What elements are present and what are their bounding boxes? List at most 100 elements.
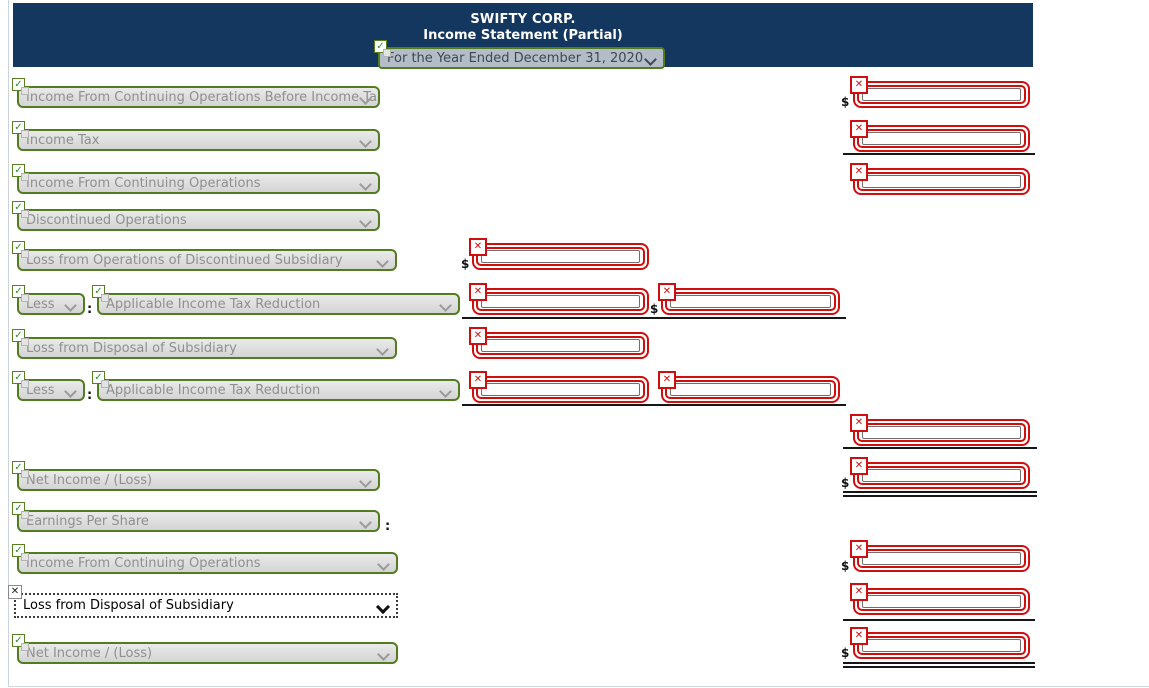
chevron-down-icon	[64, 385, 77, 398]
input-loss-operations[interactable]	[481, 250, 640, 263]
dropdown-income-tax[interactable]: Income Tax	[17, 129, 380, 151]
dollar-sign: $	[650, 302, 659, 316]
colon-separator: :	[385, 519, 391, 534]
total-rule	[843, 491, 1037, 493]
incorrect-x-icon: ✕	[469, 238, 487, 256]
dropdown-less-1[interactable]: Less	[17, 293, 85, 315]
input-net-income[interactable]	[862, 469, 1021, 482]
dropdown-loss-operations-subsidiary[interactable]: Loss from Operations of Discontinued Sub…	[17, 249, 397, 271]
dropdown-income-continuing[interactable]: Income From Continuing Operations	[17, 172, 380, 194]
total-rule	[843, 666, 1035, 668]
dropdown-income-before-tax[interactable]: Income From Continuing Operations Before…	[17, 86, 380, 108]
dropdown-label: Earnings Per Share	[26, 513, 149, 529]
input-eps-loss-disposal[interactable]	[862, 595, 1021, 608]
input-wrap	[661, 376, 840, 403]
incorrect-x-icon: ✕	[469, 327, 487, 345]
correct-check-icon: ✓	[12, 502, 29, 519]
incorrect-x-icon: ✕	[850, 457, 868, 475]
input-wrap	[472, 288, 649, 315]
dropdown-discontinued-operations[interactable]: Discontinued Operations	[17, 209, 380, 231]
input-eps-net-income[interactable]	[862, 639, 1021, 652]
input-loss-operations-net[interactable]	[670, 295, 831, 308]
correct-check-icon: ✓	[12, 329, 29, 346]
dropdown-eps-income-continuing[interactable]: Income From Continuing Operations	[17, 552, 398, 574]
dropdown-label: Income From Continuing Operations	[26, 175, 261, 191]
dropdown-period[interactable]: For the Year Ended December 31, 2020	[378, 47, 665, 69]
dropdown-label: Applicable Income Tax Reduction	[106, 382, 321, 398]
dropdown-label: Net Income / (Loss)	[26, 645, 153, 661]
input-wrap	[853, 632, 1030, 659]
incorrect-x-icon: ✕	[469, 371, 487, 389]
input-wrap	[853, 588, 1030, 615]
correct-check-icon: ✓	[12, 371, 29, 388]
dropdown-eps-loss-disposal[interactable]: Loss from Disposal of Subsidiary	[14, 593, 398, 618]
chevron-down-icon	[375, 599, 391, 615]
input-wrap	[853, 168, 1030, 195]
dropdown-tax-reduction-2[interactable]: Applicable Income Tax Reduction	[97, 379, 460, 401]
input-income-continuing[interactable]	[862, 175, 1021, 188]
chevron-down-icon	[376, 343, 389, 356]
input-wrap	[853, 462, 1030, 489]
subtotal-rule	[843, 153, 1035, 155]
company-name: SWIFTY CORP.	[470, 12, 576, 27]
input-wrap	[472, 332, 649, 359]
chevron-down-icon	[64, 299, 77, 312]
input-tax-reduction-2[interactable]	[481, 383, 640, 396]
incorrect-x-icon: ✕	[850, 627, 868, 645]
correct-check-icon: ✓	[12, 461, 29, 478]
subtotal-rule	[462, 404, 654, 406]
correct-check-icon: ✓	[374, 40, 391, 57]
input-loss-disposal[interactable]	[481, 339, 640, 352]
bottom-frame-line	[8, 686, 1149, 687]
correct-check-icon: ✓	[92, 371, 109, 388]
input-income-tax[interactable]	[862, 132, 1021, 145]
incorrect-x-icon: ✕	[658, 283, 676, 301]
report-title: Income Statement (Partial)	[423, 28, 623, 43]
correct-check-icon: ✓	[12, 285, 29, 302]
incorrect-x-icon: ✕	[658, 371, 676, 389]
incorrect-x-icon: ✕	[850, 583, 868, 601]
input-income-before-tax[interactable]	[862, 88, 1021, 101]
incorrect-x-icon: ✕	[469, 283, 487, 301]
colon-separator: :	[87, 302, 93, 317]
chevron-down-icon	[359, 135, 372, 148]
input-loss-disposal-net[interactable]	[670, 383, 831, 396]
dropdown-loss-disposal[interactable]: Loss from Disposal of Subsidiary	[17, 337, 397, 359]
dropdown-less-2[interactable]: Less	[17, 379, 85, 401]
correct-check-icon: ✓	[12, 164, 29, 181]
dollar-sign: $	[461, 257, 470, 271]
chevron-down-icon	[439, 385, 452, 398]
dropdown-label: Discontinued Operations	[26, 212, 187, 228]
correct-check-icon: ✓	[12, 544, 29, 561]
subtotal-rule	[462, 317, 654, 319]
chevron-down-icon	[359, 215, 372, 228]
colon-separator: :	[87, 388, 93, 403]
dropdown-tax-reduction-1[interactable]: Applicable Income Tax Reduction	[97, 293, 460, 315]
input-total-discontinued[interactable]	[862, 426, 1021, 439]
dropdown-label: Applicable Income Tax Reduction	[106, 296, 321, 312]
total-rule	[843, 662, 1035, 664]
dropdown-eps-net-income[interactable]: Net Income / (Loss)	[17, 642, 398, 664]
correct-check-icon: ✓	[12, 241, 29, 258]
input-wrap	[853, 419, 1030, 446]
dropdown-label: Net Income / (Loss)	[26, 472, 153, 488]
incorrect-x-icon: ✕	[8, 585, 22, 599]
input-eps-continuing[interactable]	[862, 552, 1021, 565]
dropdown-earnings-per-share[interactable]: Earnings Per Share	[17, 510, 380, 532]
incorrect-x-icon: ✕	[850, 540, 868, 558]
dropdown-period-value: For the Year Ended December 31, 2020	[387, 50, 644, 66]
dropdown-net-income[interactable]: Net Income / (Loss)	[17, 469, 380, 491]
dollar-sign: $	[841, 95, 850, 109]
input-wrap	[853, 545, 1030, 572]
input-wrap	[472, 376, 649, 403]
chevron-down-icon	[359, 178, 372, 191]
dropdown-label: Less	[26, 296, 55, 312]
chevron-down-icon	[377, 648, 390, 661]
incorrect-x-icon: ✕	[850, 120, 868, 138]
input-tax-reduction-1[interactable]	[481, 295, 640, 308]
correct-check-icon: ✓	[12, 121, 29, 138]
input-wrap	[853, 81, 1030, 108]
input-wrap	[661, 288, 840, 315]
subtotal-rule	[843, 619, 1035, 621]
dropdown-label: Less	[26, 382, 55, 398]
